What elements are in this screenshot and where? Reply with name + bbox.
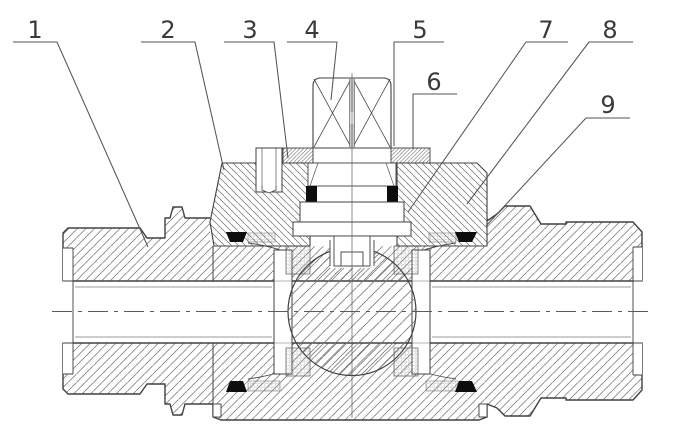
body-seal-bottom-right	[455, 381, 477, 392]
packing-box-slants	[309, 162, 395, 187]
callout-8: 8	[466, 16, 633, 205]
bottom-plate-notch-left	[212, 403, 222, 418]
callout-1-label: 1	[27, 16, 42, 44]
callout-6-leader	[412, 93, 457, 149]
callout-6-label: 6	[426, 68, 441, 96]
callout-6: 6	[412, 68, 457, 149]
packing-seal-left	[306, 186, 317, 202]
gland-flange-right	[390, 147, 431, 164]
callout-8-leader	[466, 41, 633, 205]
callout-2: 2	[141, 16, 225, 171]
body-bottom-section	[62, 342, 643, 421]
seat-carrier-mesh-br	[425, 380, 459, 392]
bore-inner-lines	[75, 286, 631, 338]
callout-5: 5	[393, 16, 444, 146]
callout-3-leader	[224, 41, 289, 159]
cavity-arcs	[247, 242, 457, 380]
callout-9: 9	[485, 91, 630, 227]
body-seal-top-left	[226, 232, 247, 242]
callout-4-label: 4	[304, 16, 319, 44]
bonnet-bolt	[255, 147, 283, 194]
callout-4: 4	[287, 16, 338, 101]
callout-7-label: 7	[538, 16, 553, 44]
centerlines	[52, 73, 648, 418]
callout-5-leader	[393, 41, 444, 146]
callout-1-leader	[13, 41, 149, 248]
packing-seal-right	[387, 186, 398, 202]
callout-4-leader	[287, 41, 338, 101]
callout-8-label: 8	[602, 16, 617, 44]
stem-cross-pattern	[313, 78, 391, 148]
gland-flange-left	[282, 147, 314, 164]
callouts: 1 2 3 4 5 6 7 8	[13, 16, 633, 248]
bolt-tip	[261, 186, 277, 194]
seat-carrier-mesh-bl	[247, 380, 281, 392]
callout-7: 7	[407, 16, 568, 213]
bolt-body	[255, 147, 283, 193]
body-seals	[226, 232, 477, 392]
body-seal-top-right	[455, 232, 477, 242]
callout-2-leader	[141, 41, 225, 171]
bottom-plate-notch-right	[478, 403, 488, 418]
callout-5-label: 5	[412, 16, 427, 44]
stem-center-band-lines	[349, 79, 355, 147]
bolt-shank-lines	[261, 148, 277, 186]
callout-3-label: 3	[242, 16, 257, 44]
callout-2-label: 2	[160, 16, 175, 44]
callout-3: 3	[224, 16, 289, 159]
seat-ring-ticks	[274, 280, 430, 344]
body-seal-bottom-left	[226, 381, 247, 392]
callout-9-label: 9	[600, 91, 615, 119]
callout-1: 1	[13, 16, 149, 248]
bore-lines	[63, 280, 642, 344]
ball-slot-walls	[329, 240, 375, 266]
callout-9-leader	[485, 117, 630, 227]
callout-7-leader	[407, 41, 568, 213]
